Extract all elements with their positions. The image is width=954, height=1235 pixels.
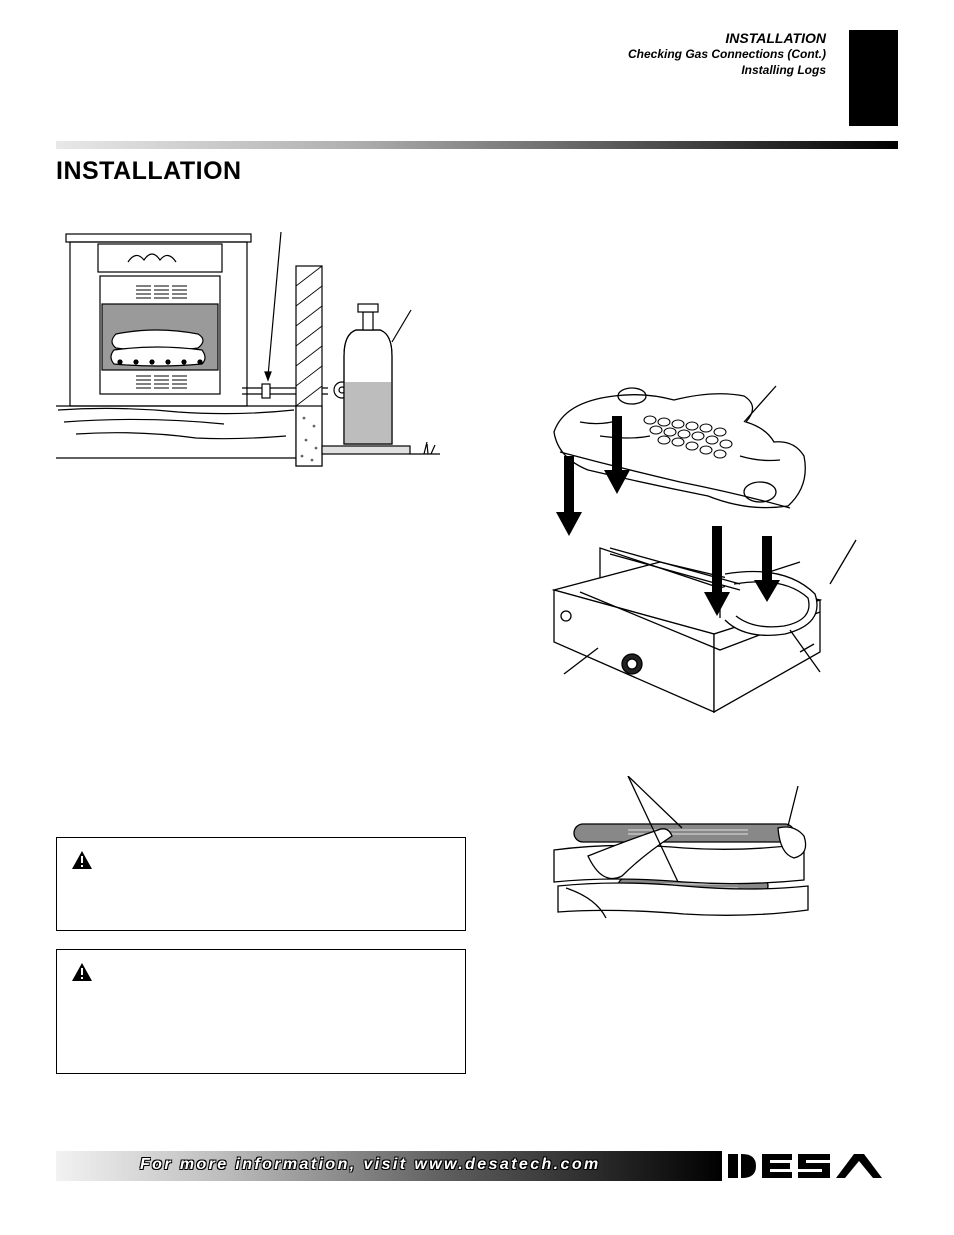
warning-box-1	[56, 837, 466, 931]
running-header: INSTALLATION Checking Gas Connections (C…	[628, 30, 826, 78]
footer-bar	[56, 1151, 724, 1181]
header-topic-1: Checking Gas Connections (Cont.)	[627, 47, 826, 61]
header-rule	[56, 141, 898, 149]
burner-base-icon	[551, 547, 823, 714]
header-topic-2: Installing Logs	[741, 63, 826, 77]
warning-box-2	[56, 949, 466, 1074]
log-set-icon	[553, 387, 806, 509]
desa-logo	[722, 1148, 900, 1184]
fireplace-icon	[65, 233, 252, 407]
page-title: INSTALLATION	[56, 157, 242, 185]
warning-triangle-icon	[72, 851, 92, 869]
section-tab	[849, 30, 898, 126]
propane-tank-icon	[343, 303, 412, 445]
gas-connection-figure	[56, 231, 440, 467]
warning-triangle-icon	[72, 963, 92, 981]
footer-website-text: For more information, visit www.desatech…	[140, 1156, 601, 1173]
wall-icon	[295, 265, 323, 467]
log-detail-figure	[553, 776, 809, 919]
log-icon	[553, 826, 809, 919]
header-section: INSTALLATION	[725, 30, 826, 46]
log-installation-figure	[551, 385, 857, 714]
down-arrow-icon	[556, 416, 780, 616]
